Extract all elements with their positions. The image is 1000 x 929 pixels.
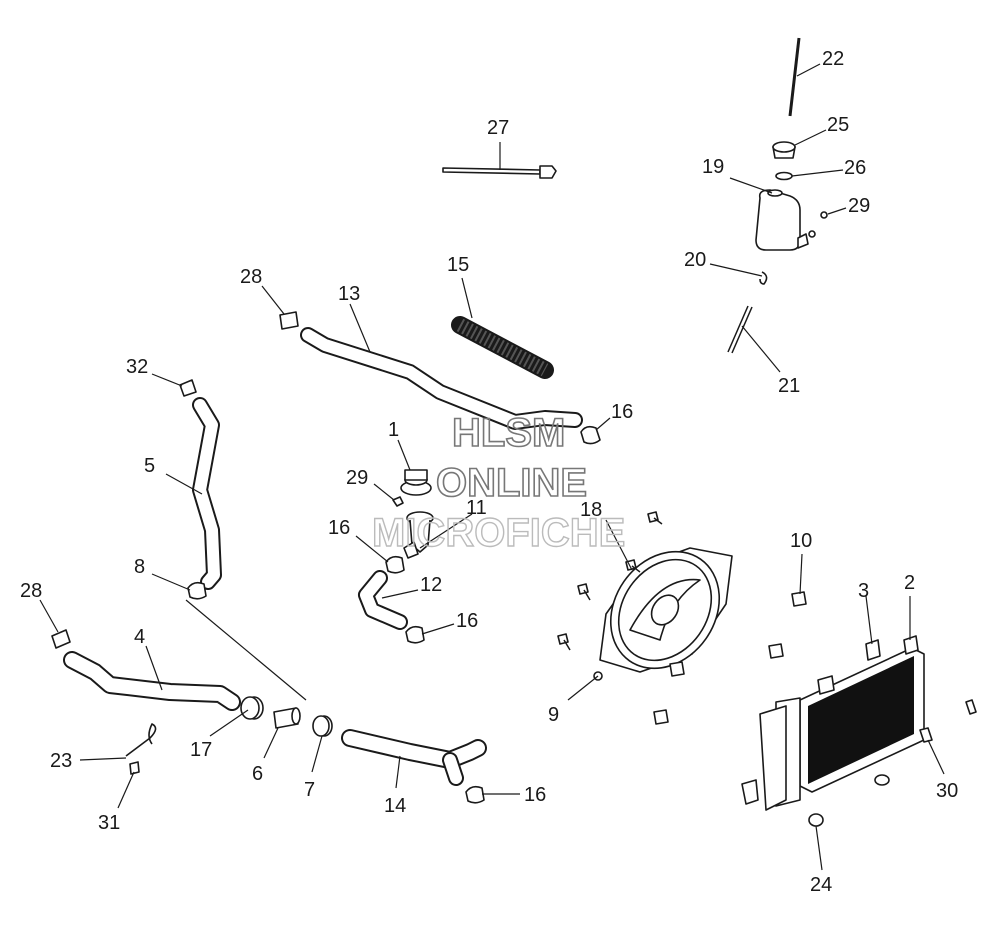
part-22-rod — [788, 37, 801, 117]
callout-3: 3 — [858, 580, 869, 602]
part-16-clamp-d — [465, 785, 485, 804]
callout-11: 11 — [466, 497, 487, 519]
part-23-pin — [125, 723, 157, 757]
callout-16-d: 16 — [524, 784, 546, 806]
callout-16-a: 16 — [611, 401, 633, 423]
part-13-hose — [300, 327, 583, 430]
callout-28-b: 28 — [20, 580, 42, 602]
callout-29-b: 29 — [346, 467, 368, 489]
part-26-washer — [775, 171, 793, 181]
callout-15: 15 — [447, 254, 469, 276]
watermark: HLSM ONLINE MICROFICHE — [371, 410, 626, 556]
callout-32: 32 — [126, 356, 148, 378]
watermark-line-1: HLSM — [452, 411, 565, 455]
callout-23: 23 — [50, 750, 72, 772]
callout-19: 19 — [702, 156, 724, 178]
callout-17: 17 — [190, 739, 212, 761]
callout-28-a: 28 — [240, 266, 262, 288]
callout-9: 9 — [548, 704, 559, 726]
part-29-screw-b — [392, 496, 404, 507]
part-4-hose — [63, 651, 241, 711]
callout-18: 18 — [580, 499, 602, 521]
part-29-screw-a — [820, 211, 828, 219]
part-16-clamp-a — [580, 425, 601, 445]
leader-lines — [39, 63, 945, 871]
callout-14: 14 — [384, 795, 406, 817]
part-7-clamp — [312, 715, 333, 737]
part-30-screws — [919, 699, 977, 743]
callout-22: 22 — [822, 48, 844, 70]
watermark-line-3: MICROFICHE — [372, 511, 625, 555]
part-3-bracket — [865, 639, 881, 661]
callout-25: 25 — [827, 114, 849, 136]
part-10-grommets — [653, 591, 807, 725]
callout-6: 6 — [252, 763, 263, 785]
callout-26: 26 — [844, 157, 866, 179]
part-6-connector — [273, 707, 301, 729]
part-27-cable-tie — [442, 165, 557, 179]
callout-7: 7 — [304, 779, 315, 801]
callout-30: 30 — [936, 780, 958, 802]
callout-13: 13 — [338, 283, 360, 305]
part-12-hose — [358, 570, 408, 630]
part-19-reservoir — [755, 189, 816, 251]
callout-24: 24 — [810, 874, 832, 896]
part-16-clamp-c — [405, 625, 425, 644]
callout-2: 2 — [904, 572, 915, 594]
callout-1: 1 — [388, 419, 399, 441]
part-32-clip — [179, 379, 197, 397]
watermark-line-2: ONLINE — [436, 461, 587, 505]
callout-numbers: 22 25 26 19 29 20 21 27 15 13 28 16 1 29… — [20, 48, 958, 896]
part-20-clamp — [759, 271, 768, 285]
callout-27: 27 — [487, 117, 509, 139]
part-1-cap — [400, 469, 432, 496]
part-5-hose — [192, 397, 222, 590]
callout-20: 20 — [684, 249, 706, 271]
part-14-hose — [341, 729, 487, 786]
callout-5: 5 — [144, 455, 155, 477]
part-9-fan — [593, 547, 733, 681]
callout-29-a: 29 — [848, 195, 870, 217]
part-11-filler-neck — [403, 511, 434, 559]
part-2-radiator — [741, 635, 925, 811]
part-31-screw — [129, 761, 140, 775]
part-28-cap-a — [279, 311, 299, 330]
callout-31: 31 — [98, 812, 120, 834]
part-16-clamp-b — [385, 555, 405, 574]
callout-10: 10 — [790, 530, 812, 552]
part-17-clamp — [240, 696, 264, 720]
part-15-sleeve — [451, 316, 554, 379]
part-8-clamp — [187, 581, 207, 600]
callout-16-b: 16 — [328, 517, 350, 539]
callout-21: 21 — [778, 375, 800, 397]
part-25-cap — [772, 141, 796, 159]
callout-12: 12 — [420, 574, 442, 596]
part-21-tube — [727, 305, 753, 354]
callout-16-c: 16 — [456, 610, 478, 632]
callout-8: 8 — [134, 556, 145, 578]
callout-4: 4 — [134, 626, 145, 648]
part-28-cap-b — [51, 629, 71, 649]
